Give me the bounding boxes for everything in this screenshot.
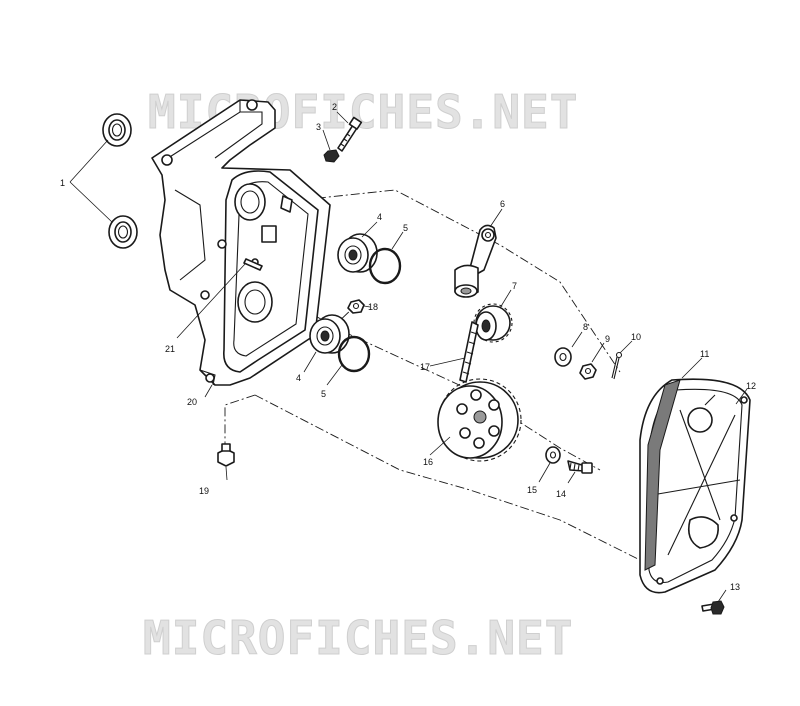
callout-11: 11 — [700, 349, 709, 359]
callout-3: 3 — [316, 122, 321, 132]
callout-8: 8 — [583, 322, 588, 332]
drive-chain — [459, 321, 479, 383]
oil-seal-upper — [102, 113, 132, 147]
callout-5-lower: 5 — [321, 389, 326, 399]
callout-21: 21 — [165, 344, 175, 354]
callout-5-upper: 5 — [403, 223, 408, 233]
callout-1: 1 — [60, 178, 65, 188]
upper-sprocket — [473, 303, 513, 343]
callout-18: 18 — [368, 302, 378, 312]
drain-plug-19 — [217, 443, 235, 467]
callout-13: 13 — [730, 582, 740, 592]
stud-21 — [243, 258, 263, 271]
bearing-lower — [309, 314, 350, 354]
castle-nut-9 — [579, 363, 597, 380]
chaincase-cover — [639, 378, 751, 594]
oil-seal-lower — [108, 215, 138, 249]
callout-10: 10 — [631, 332, 641, 342]
callout-14: 14 — [556, 489, 566, 499]
chaincase-housing — [151, 99, 331, 386]
washer-8 — [554, 347, 572, 367]
nut-3 — [323, 149, 340, 163]
washer-15 — [545, 446, 561, 464]
bearing-upper — [337, 233, 378, 273]
callout-16: 16 — [423, 457, 433, 467]
lower-sprocket — [437, 378, 522, 462]
callout-17: 17 — [420, 362, 430, 372]
callout-15: 15 — [527, 485, 537, 495]
callout-7: 7 — [512, 281, 517, 291]
callout-12: 12 — [746, 381, 756, 391]
callout-numbers: 1 2 3 4 4 5 5 6 7 8 9 10 11 12 13 14 15 … — [60, 102, 756, 592]
callout-20: 20 — [187, 397, 197, 407]
callout-9: 9 — [605, 334, 610, 344]
watermark-bottom: MICROFICHES.NET — [143, 611, 573, 665]
bolt-13 — [701, 600, 725, 615]
bolt-14 — [567, 460, 593, 474]
bolt-2 — [337, 116, 363, 152]
callout-4-upper: 4 — [377, 212, 382, 222]
callout-6: 6 — [500, 199, 505, 209]
callout-19: 19 — [199, 486, 209, 496]
leader-lines — [69, 111, 748, 603]
callout-2: 2 — [332, 102, 337, 112]
callout-4-lower: 4 — [296, 373, 301, 383]
snap-ring-lower — [337, 335, 371, 373]
cotter-pin-10 — [611, 351, 623, 380]
drive-chain-11 — [644, 379, 681, 571]
chain-tensioner — [454, 224, 497, 298]
snap-ring-upper — [368, 247, 402, 285]
nut-18 — [347, 299, 365, 314]
